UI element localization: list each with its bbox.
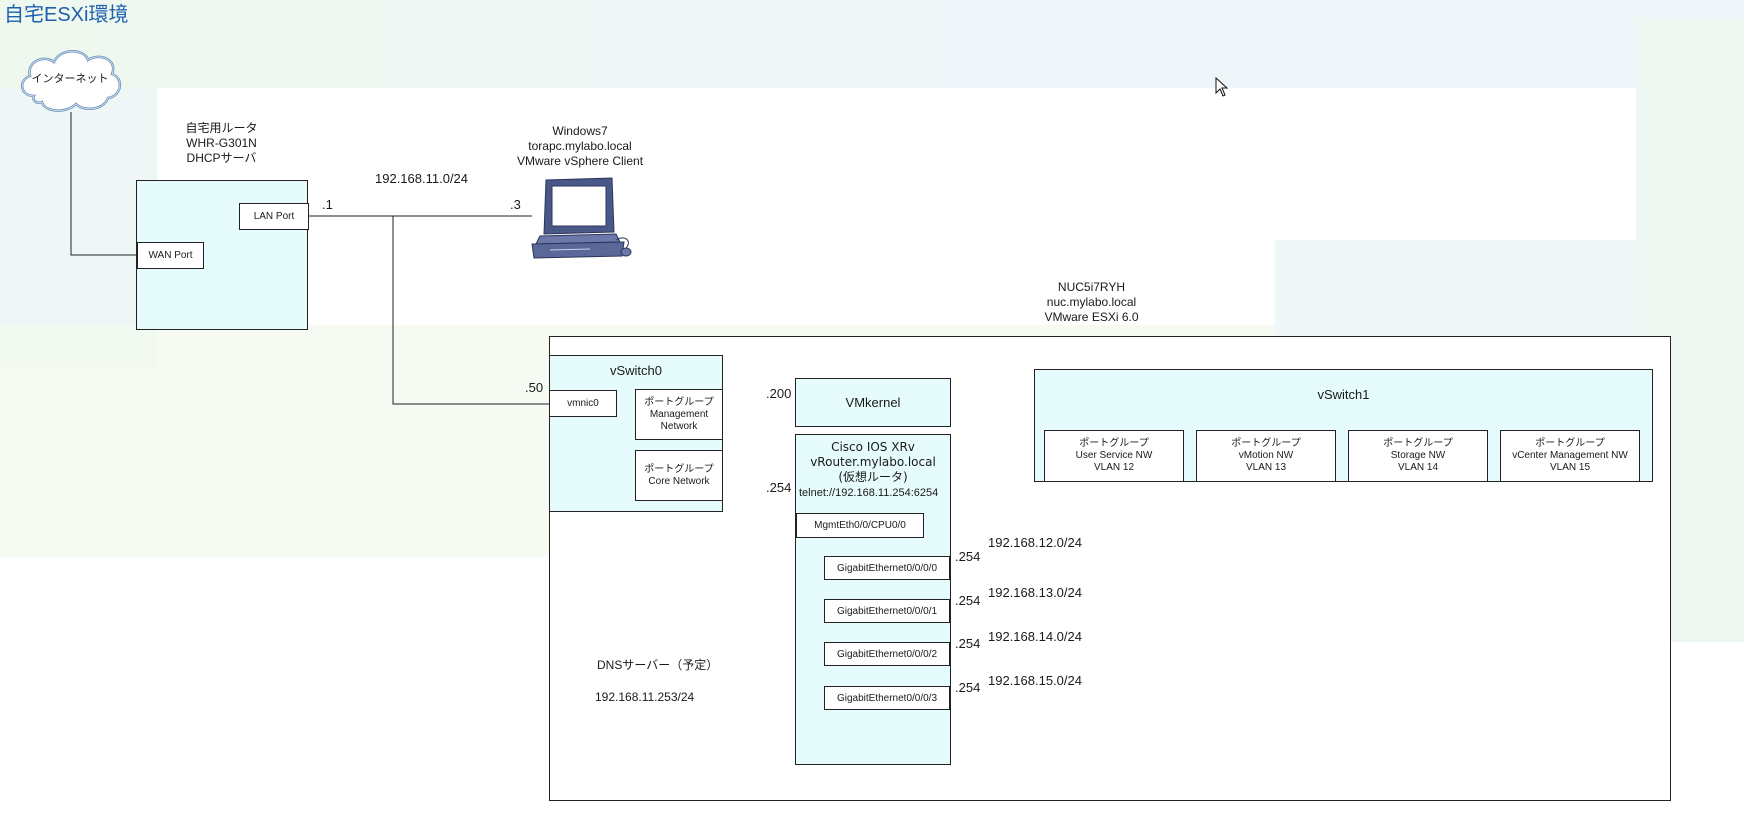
portgroup-line: ポートグループ <box>644 463 714 475</box>
network-label: 192.168.11.0/24 <box>375 171 469 186</box>
portgroup-management: ポートグループ Management Network <box>635 389 723 440</box>
client-label: Windows7 torapc.mylabo.local VMware vSph… <box>505 124 655 169</box>
router-label-line: 自宅用ルータ <box>185 121 258 135</box>
ge-port-0: GigabitEthernet0/0/0/0 <box>824 556 950 580</box>
ge-port-3: GigabitEthernet0/0/0/3 <box>824 686 950 710</box>
background-band <box>0 88 157 366</box>
ge-network-1: 192.168.13.0/24 <box>988 585 1082 600</box>
ge-network-2: 192.168.14.0/24 <box>988 629 1082 644</box>
host-label-line: nuc.mylabo.local <box>1046 295 1137 309</box>
vmnic0-port: vmnic0 <box>549 390 617 417</box>
vmkernel-ip: .200 <box>766 386 792 401</box>
host-label: NUC5i7RYH nuc.mylabo.local VMware ESXi 6… <box>1020 280 1163 325</box>
client-label-line: torapc.mylabo.local <box>528 139 632 153</box>
xrv-label: Cisco IOS XRv vRouter.mylabo.local (仮想ルー… <box>795 440 951 485</box>
vmnic-ip: .50 <box>525 380 544 395</box>
ge-port-1: GigabitEthernet0/0/0/1 <box>824 599 950 623</box>
mouse-cursor-icon <box>1215 76 1229 97</box>
portgroup-line: VLAN 12 <box>1093 462 1135 473</box>
ge-ip-3: .254 <box>955 680 981 695</box>
vmkernel-label: VMkernel <box>845 395 901 410</box>
router-label: 自宅用ルータ WHR-G301N DHCPサーバ <box>170 121 273 166</box>
vmkernel-box: VMkernel <box>795 378 951 427</box>
router-lan-ip: .1 <box>322 197 333 212</box>
router-label-line: WHR-G301N <box>186 136 257 150</box>
internet-label: インターネット <box>31 73 109 85</box>
background-band <box>0 0 1744 88</box>
portgroup-line: Storage NW <box>1390 450 1446 461</box>
client-label-line: VMware vSphere Client <box>516 154 644 168</box>
portgroup-line: ポートグループ <box>1535 438 1605 449</box>
ge-ip-1: .254 <box>955 593 981 608</box>
lan-port: LAN Port <box>239 203 309 230</box>
ge-ip-2: .254 <box>955 636 981 651</box>
portgroup-line: Network <box>660 420 698 432</box>
computer-icon <box>530 176 634 260</box>
host-label-line: NUC5i7RYH <box>1057 280 1126 294</box>
mgmteth-port: MgmtEth0/0/CPU0/0 <box>796 513 924 538</box>
portgroup-vcenter: ポートグループ vCenter Management NW VLAN 15 <box>1500 430 1640 482</box>
ge-port-2: GigabitEthernet0/0/0/2 <box>824 642 950 666</box>
xrv-telnet: telnet://192.168.11.254:6254 <box>799 487 939 499</box>
portgroup-line: ポートグループ <box>1231 438 1301 449</box>
page-title: 自宅ESXi環境 <box>4 4 129 26</box>
ge-network-0: 192.168.12.0/24 <box>988 535 1082 550</box>
cloud-icon: インターネット <box>14 44 126 114</box>
portgroup-line: VLAN 15 <box>1549 462 1591 473</box>
portgroup-vmotion: ポートグループ vMotion NW VLAN 13 <box>1196 430 1336 482</box>
dns-label: DNSサーバー（予定） <box>597 658 719 672</box>
portgroup-line: User Service NW <box>1075 450 1153 461</box>
portgroup-user-service: ポートグループ User Service NW VLAN 12 <box>1044 430 1184 482</box>
portgroup-line: ポートグループ <box>1383 438 1453 449</box>
portgroup-line: ポートグループ <box>644 396 714 408</box>
client-label-line: Windows7 <box>552 124 608 138</box>
portgroup-line: vCenter Management NW <box>1512 450 1628 461</box>
wan-port: WAN Port <box>137 242 204 269</box>
xrv-label-line: Cisco IOS XRv <box>831 440 915 454</box>
dns-ip: 192.168.11.253/24 <box>595 690 695 704</box>
ge-network-3: 192.168.15.0/24 <box>988 673 1082 688</box>
xrv-label-line: vRouter.mylabo.local <box>810 455 936 469</box>
vswitch0-title: vSwitch0 <box>609 363 663 378</box>
xrv-label-line: (仮想ルータ) <box>838 470 908 484</box>
ge-ip-0: .254 <box>955 549 981 564</box>
portgroup-core: ポートグループ Core Network <box>635 450 723 501</box>
portgroup-line: VLAN 13 <box>1245 462 1287 473</box>
portgroup-line: Core Network <box>648 475 710 487</box>
portgroup-storage: ポートグループ Storage NW VLAN 14 <box>1348 430 1488 482</box>
host-label-line: VMware ESXi 6.0 <box>1044 310 1139 324</box>
portgroup-line: vMotion NW <box>1238 450 1294 461</box>
router-label-line: DHCPサーバ <box>186 151 257 165</box>
xrv-mgmt-ip: .254 <box>766 480 792 495</box>
vswitch1-title: vSwitch1 <box>1317 387 1370 402</box>
portgroup-line: VLAN 14 <box>1397 462 1439 473</box>
portgroup-line: Management <box>649 408 709 420</box>
portgroup-line: ポートグループ <box>1079 438 1149 449</box>
client-ip: .3 <box>510 197 521 212</box>
